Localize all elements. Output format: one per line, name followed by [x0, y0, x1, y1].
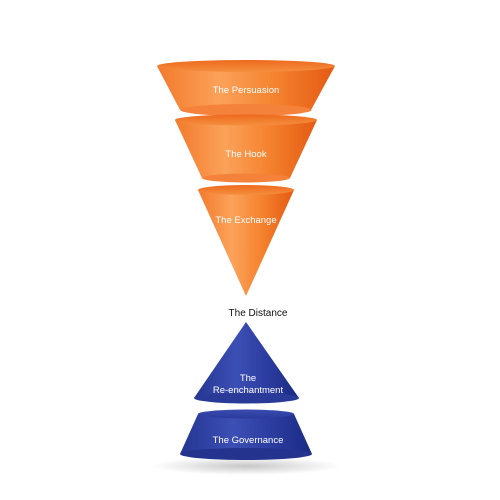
ground-shadow: [151, 457, 341, 475]
stage-governance: The Governance: [180, 409, 312, 460]
stage-label-exchange: The Exchange: [215, 215, 276, 226]
stage-persuasion: The Persuasion: [157, 60, 335, 116]
stage-label-governance: The Governance: [213, 435, 284, 446]
stage-label-hook: The Hook: [225, 149, 266, 160]
stage-label-reenchantment-line1: The: [240, 373, 256, 384]
stage-hook: The Hook: [175, 114, 317, 183]
stage-exchange: The Exchange: [198, 185, 294, 296]
stage-label-persuasion: The Persuasion: [213, 85, 280, 96]
stage-label-distance: The Distance: [229, 308, 288, 319]
stage-label-reenchantment-line2: Re-enchantment: [213, 385, 284, 396]
stage-reenchantment: The Re-enchantment: [194, 322, 299, 404]
